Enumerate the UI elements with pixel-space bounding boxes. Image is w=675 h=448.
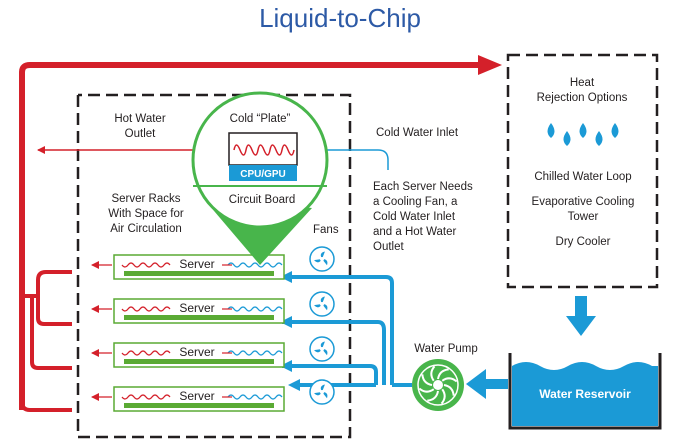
- each-server-note-line1: Each Server Needs: [373, 181, 473, 193]
- water-drop-icon: [547, 123, 555, 138]
- option-dry-cooler: Dry Cooler: [556, 236, 611, 248]
- option-evaporative-line1: Evaporative Cooling: [532, 196, 635, 208]
- server-label: Server: [179, 257, 214, 271]
- fan-icon: [309, 246, 335, 272]
- option-evaporative-line2: Tower: [568, 211, 599, 223]
- circuit-board-bar: [124, 359, 274, 364]
- water-drop-icon-group: [547, 123, 619, 146]
- water-drop-icon: [611, 123, 619, 138]
- down-arrow-icon: [566, 296, 596, 336]
- heat-rejection-heading-line2: Rejection Options: [537, 92, 628, 104]
- server-label: Server: [179, 301, 214, 315]
- each-server-note-line3: Cold Water Inlet: [373, 211, 456, 223]
- hot-water-return-pipe: [19, 55, 502, 410]
- circuit-board-label: Circuit Board: [229, 194, 295, 206]
- fans-label: Fans: [313, 224, 339, 236]
- server-rack-enclosure: [76, 93, 352, 439]
- cpu-gpu-chip: [229, 165, 297, 181]
- server-racks-label-line2: With Space for: [108, 208, 184, 220]
- hot-water-outlet-label-line1: Hot Water: [114, 113, 166, 125]
- diagram-title: Liquid-to-Chip: [259, 3, 421, 33]
- server-racks-label-line1: Server Racks: [111, 193, 180, 205]
- hot-water-outlet-label-line2: Outlet: [125, 128, 156, 140]
- each-server-note-line2: a Cooling Fan, a: [373, 196, 458, 208]
- heat-rejection-box: [506, 53, 659, 289]
- server-unit: Server: [91, 342, 285, 368]
- circuit-board-bar: [124, 403, 274, 408]
- hot-water-collector-pipes: [20, 270, 72, 412]
- water-drop-icon: [579, 123, 587, 138]
- fan-icon: [309, 336, 335, 362]
- server-label: Server: [179, 389, 214, 403]
- circuit-board-bar: [124, 315, 274, 320]
- fan-icon: [309, 291, 335, 317]
- each-server-note-line4: and a Hot Water: [373, 226, 456, 238]
- each-server-note-line5: Outlet: [373, 241, 404, 253]
- server-unit: Server: [91, 298, 285, 324]
- heat-rejection-heading-line1: Heat: [570, 77, 595, 89]
- server-label: Server: [179, 345, 214, 359]
- fan-icon: [309, 379, 335, 405]
- cold-water-arrowheads: [280, 271, 300, 391]
- option-chilled-water-loop: Chilled Water Loop: [534, 171, 631, 183]
- left-arrow-icon: [466, 369, 508, 399]
- water-drop-icon: [563, 131, 571, 146]
- water-drop-icon: [595, 131, 603, 146]
- server-unit: Server: [91, 386, 285, 412]
- circuit-board-bar: [124, 271, 274, 276]
- server-racks-label-line3: Air Circulation: [110, 223, 182, 235]
- cold-water-inlet-pipe: [298, 149, 389, 170]
- water-pump-label: Water Pump: [414, 343, 477, 355]
- water-reservoir-label: Water Reservoir: [539, 387, 631, 401]
- fan-list: [309, 246, 335, 405]
- cpu-gpu-label: CPU/GPU: [240, 169, 286, 180]
- water-reservoir: Water Reservoir: [508, 353, 662, 430]
- cold-plate-magnifier: CPU/GPU Cold “Plate” Circuit Board: [191, 91, 329, 265]
- server-unit: Server: [91, 254, 285, 280]
- cold-water-supply-pipes: [282, 275, 412, 387]
- cold-plate-label: Cold “Plate”: [230, 113, 291, 125]
- water-pump-icon: [412, 359, 464, 411]
- cold-water-inlet-label: Cold Water Inlet: [376, 127, 459, 139]
